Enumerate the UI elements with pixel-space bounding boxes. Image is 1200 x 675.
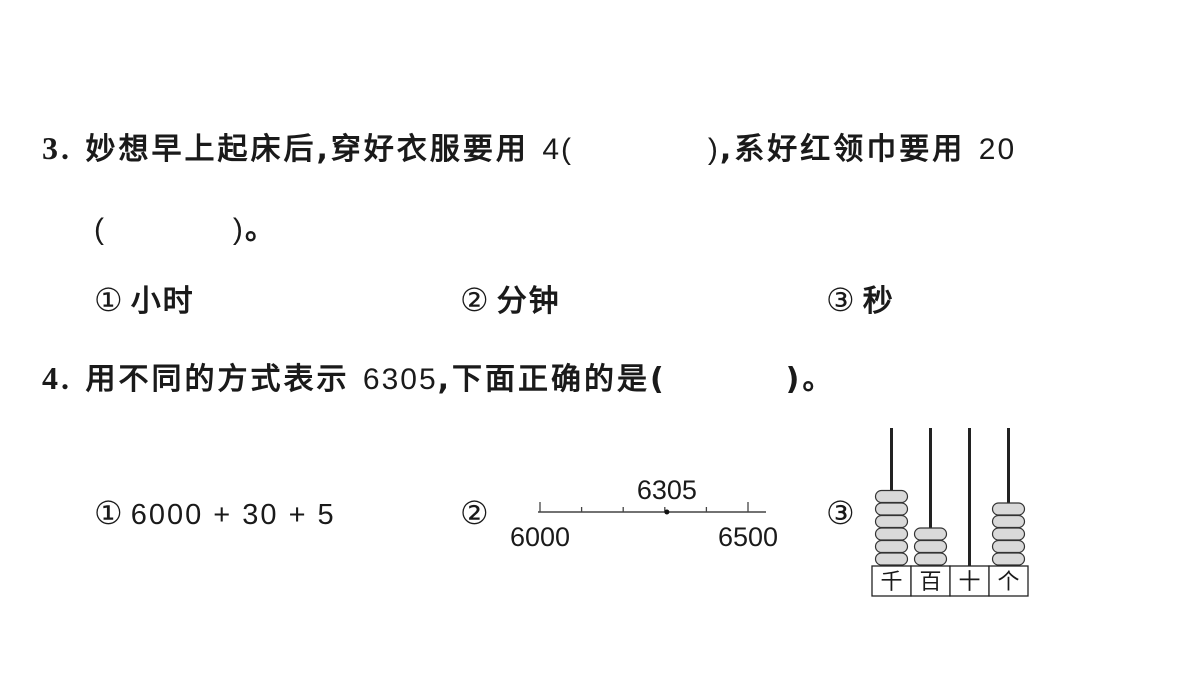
abacus-place-cell xyxy=(988,565,1029,597)
abacus-diagram: 千百十个 xyxy=(871,428,1029,597)
abacus-place-label: 百 xyxy=(919,569,941,594)
question-4-value: 6305 xyxy=(362,363,438,396)
option-3-label: 秒 xyxy=(862,284,895,319)
question-3-value-a: 4 xyxy=(542,133,561,166)
number-dot: . xyxy=(61,360,72,396)
number-line-diagram: 6305 6000 6500 xyxy=(510,475,778,552)
question-3-paren-b-close: ) xyxy=(232,213,245,246)
question-3-line-2: ( )。 xyxy=(94,204,278,248)
abacus-place-label: 个 xyxy=(997,569,1019,594)
question-3-text-a: 妙想早上起床后,穿好衣服要用 xyxy=(85,132,529,167)
number-line-point xyxy=(664,509,670,515)
abacus-bead xyxy=(874,502,909,516)
abacus-bead xyxy=(874,514,909,529)
abacus-bead xyxy=(991,552,1026,566)
question-4-paren-close: )。 xyxy=(785,362,836,397)
q4-option-1-mark: ① xyxy=(94,494,123,532)
question-4-option-2[interactable]: ② xyxy=(460,494,497,532)
question-3-number: 3 xyxy=(42,130,61,166)
q4-option-1-expression: 6000 + 30 + 5 xyxy=(130,499,336,531)
question-3-paren-a-close: ) xyxy=(707,133,720,166)
q4-option-2-mark: ② xyxy=(460,494,489,532)
question-3-paren-a-open: ( xyxy=(561,133,573,166)
abacus-bead xyxy=(874,489,909,504)
abacus-place-cell xyxy=(871,565,912,597)
abacus-bead xyxy=(913,527,948,541)
abacus-place-label: 十 xyxy=(958,569,980,594)
abacus-place-label: 千 xyxy=(880,569,902,594)
abacus-bead xyxy=(874,539,909,554)
abacus-bead xyxy=(874,552,909,566)
abacus-bead xyxy=(991,514,1026,529)
option-1-label: 小时 xyxy=(130,284,195,319)
question-4-option-3[interactable]: ③ xyxy=(826,494,863,532)
option-3-mark: ③ xyxy=(826,281,855,319)
number-line-start-label: 6000 xyxy=(510,522,570,552)
abacus-bead xyxy=(913,552,948,566)
question-3-value-b: 20 xyxy=(978,133,1017,166)
abacus-bead xyxy=(991,539,1026,554)
question-3-paren-b-open: ( xyxy=(94,213,106,246)
number-line-point-label: 6305 xyxy=(637,475,697,505)
number-line-end-label: 6500 xyxy=(718,522,778,552)
option-2-mark: ② xyxy=(460,281,489,319)
abacus-place-cell xyxy=(910,565,951,597)
abacus-bead xyxy=(874,527,909,541)
q4-option-3-mark: ③ xyxy=(826,494,855,532)
question-4-text-a: 用不同的方式表示 xyxy=(85,362,350,397)
option-2-label: 分钟 xyxy=(496,284,561,319)
question-4-number: 4 xyxy=(42,360,61,396)
question-3-line-1: 3. 妙想早上起床后,穿好衣服要用 4( ),系好红领巾要用 20 xyxy=(42,124,1016,168)
abacus-bead xyxy=(991,502,1026,516)
abacus-bead xyxy=(991,527,1026,541)
question-3-end-mark: 。 xyxy=(244,212,278,247)
question-4-line-1: 4. 用不同的方式表示 6305,下面正确的是( )。 xyxy=(42,354,835,398)
question-3-text-b: ,系好红领巾要用 xyxy=(719,132,966,167)
abacus-bead xyxy=(913,539,948,554)
option-1-mark: ① xyxy=(94,281,123,319)
number-dot: . xyxy=(61,130,72,166)
question-4-text-b: ,下面正确的是( xyxy=(437,362,667,397)
